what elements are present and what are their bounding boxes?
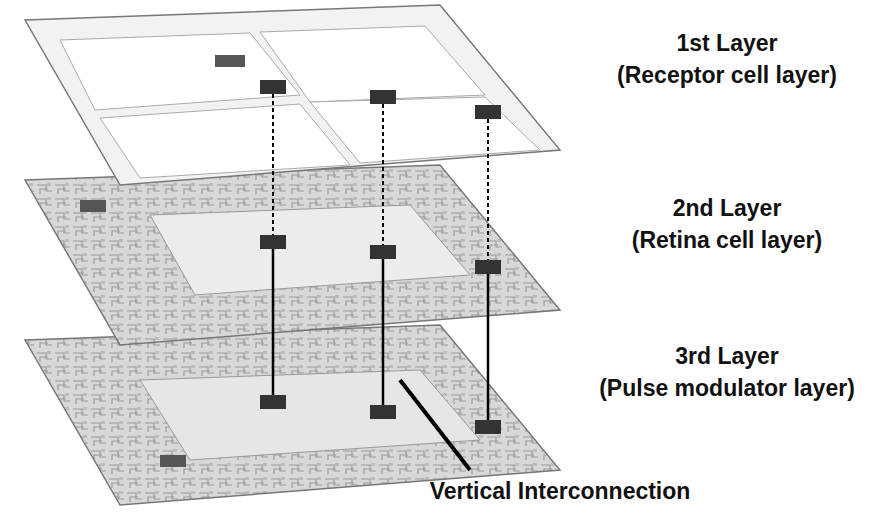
layer-label: 2nd Layer [673,195,782,221]
vertical-interconnect [273,249,488,420]
vertical-interconnect [273,94,488,260]
layer-1-plate [25,5,560,185]
leader-line [400,380,470,470]
layer-2-plate [25,165,560,345]
layer-label: (Pulse modulator layer) [599,375,855,401]
layer-label: (Receptor cell layer) [617,62,837,88]
layer-label: 1st Layer [676,30,777,56]
callout-label: Vertical Interconnection [430,478,691,504]
layer-label: 3rd Layer [675,343,779,369]
layer-label: (Retina cell layer) [632,227,822,253]
